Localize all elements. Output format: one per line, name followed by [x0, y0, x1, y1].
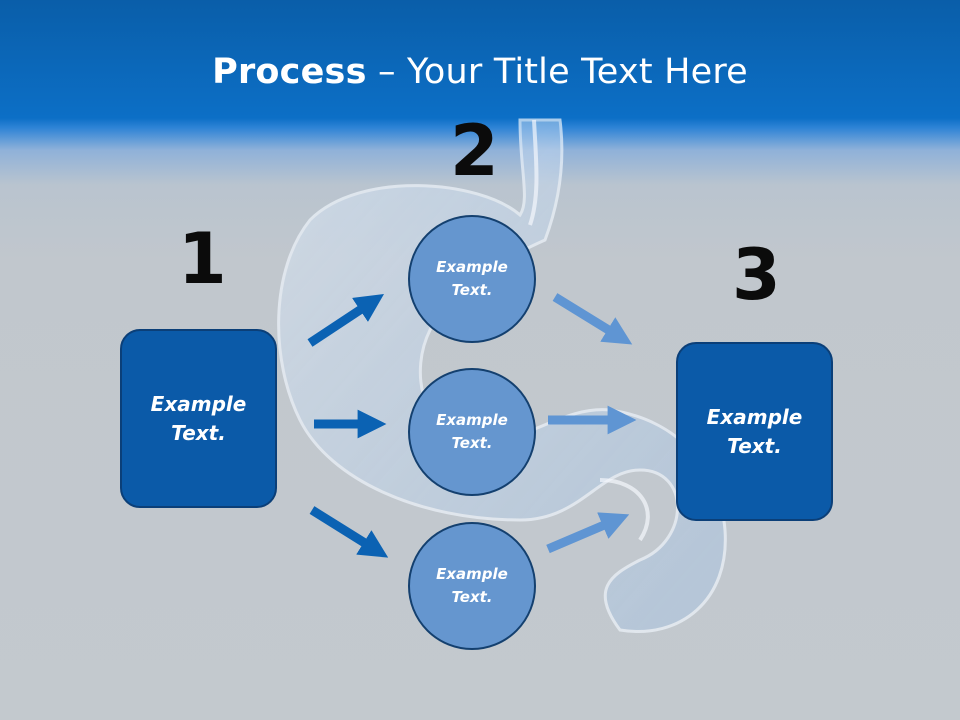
left-box: Example Text. [120, 329, 277, 508]
circle-middle-label: Example Text. [436, 411, 508, 452]
title-bold: Process [212, 52, 367, 92]
circle-bottom-label: Example Text. [436, 565, 508, 606]
circle-middle: Example Text. [408, 368, 536, 496]
right-box: Example Text. [676, 342, 833, 521]
right-box-label: Example Text. [706, 404, 803, 458]
circle-bottom: Example Text. [408, 522, 536, 650]
step-number-3: 3 [732, 234, 781, 316]
step-number-2: 2 [450, 110, 499, 192]
title-rest: – Your Title Text Here [366, 52, 748, 92]
circle-top: Example Text. [408, 215, 536, 343]
circle-top-label: Example Text. [436, 258, 508, 299]
arrow-left-to-top [307, 294, 385, 347]
slide-title: Process – Your Title Text Here [0, 52, 960, 92]
arrow-top-to-right [552, 293, 633, 345]
arrow-left-to-bottom [309, 506, 389, 558]
left-box-label: Example Text. [150, 391, 247, 445]
step-number-1: 1 [178, 218, 227, 300]
arrow-bottom-to-right [546, 512, 630, 554]
